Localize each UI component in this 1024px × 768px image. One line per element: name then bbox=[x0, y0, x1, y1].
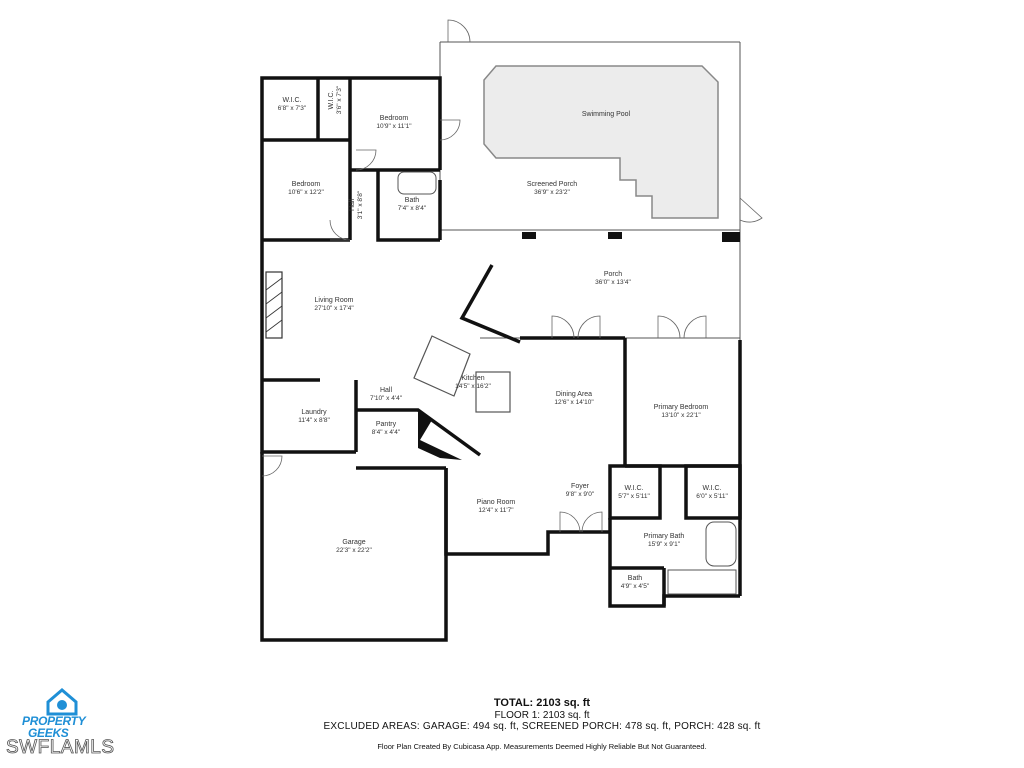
room-name-w-i-c: W.I.C. bbox=[624, 485, 643, 492]
credit-note: Floor Plan Created By Cubicasa App. Meas… bbox=[377, 742, 707, 751]
room-dims-hall: 3'1" x 8'8" bbox=[357, 190, 364, 219]
walls bbox=[260, 76, 742, 642]
property-geeks-logo: PROPERTY GEEKS bbox=[14, 686, 114, 758]
room-dims-living-room: 27'10" x 17'4" bbox=[314, 305, 354, 312]
room-dims-primary-bath: 15'9" x 9'1" bbox=[648, 541, 681, 548]
room-dims-porch: 36'0" x 13'4" bbox=[595, 279, 631, 286]
room-name-primary-bath: Primary Bath bbox=[644, 533, 685, 540]
logo-text-line1: PROPERTY bbox=[22, 714, 86, 728]
room-dims-pantry: 8'4" x 4'4" bbox=[372, 429, 401, 436]
pantry-wall bbox=[418, 412, 462, 460]
room-dims-w-i-c: 3'6" x 7'3" bbox=[336, 85, 343, 114]
excluded-areas: EXCLUDED AREAS: GARAGE: 494 sq. ft, SCRE… bbox=[323, 721, 761, 732]
room-name-porch: Porch bbox=[604, 271, 622, 278]
room-dims-w-i-c: 5'7" x 5'11" bbox=[618, 493, 650, 500]
total-area: TOTAL: 2103 sq. ft bbox=[493, 697, 591, 709]
room-dims-hall: 7'10" x 4'4" bbox=[370, 395, 403, 402]
room-dims-screened-porch: 36'9" x 23'2" bbox=[534, 189, 570, 196]
room-dims-garage: 22'3" x 22'2" bbox=[336, 547, 372, 554]
room-dims-kitchen: 14'5" x 16'2" bbox=[455, 383, 491, 390]
logo-text-line2: GEEKS bbox=[28, 726, 69, 740]
watermark: SWFLAMLS bbox=[6, 737, 115, 759]
room-name-bedroom: Bedroom bbox=[380, 115, 409, 122]
room-name-piano-room: Piano Room bbox=[477, 499, 516, 506]
primary-bathtub bbox=[705, 521, 737, 567]
room-name-w-i-c: W.I.C. bbox=[702, 485, 721, 492]
room-name-w-i-c: W.I.C. bbox=[328, 90, 335, 109]
room-name-swimming-pool: Swimming Pool bbox=[582, 111, 631, 118]
room-name-living-room: Living Room bbox=[315, 297, 354, 304]
porch-posts bbox=[522, 232, 740, 242]
room-name-w-i-c: W.I.C. bbox=[282, 97, 301, 104]
room-dims-foyer: 9'8" x 9'0" bbox=[566, 491, 595, 498]
room-name-bath: Bath bbox=[628, 575, 643, 582]
room-name-kitchen: Kitchen bbox=[461, 375, 484, 382]
room-name-garage: Garage bbox=[342, 539, 365, 546]
room-labels: W.I.C.6'8" x 7'3"W.I.C.3'6" x 7'3"Bedroo… bbox=[278, 85, 729, 590]
fireplace bbox=[265, 271, 283, 339]
room-dims-dining-area: 12'6" x 14'10" bbox=[554, 399, 594, 406]
swimming-pool bbox=[483, 65, 719, 219]
bathtub bbox=[397, 171, 437, 195]
room-dims-w-i-c: 6'0" x 5'11" bbox=[696, 493, 728, 500]
room-dims-bath: 7'4" x 8'4" bbox=[398, 205, 427, 212]
room-name-foyer: Foyer bbox=[571, 483, 590, 490]
room-name-hall: Hall bbox=[349, 199, 356, 212]
room-name-primary-bedroom: Primary Bedroom bbox=[654, 404, 709, 411]
room-name-dining-area: Dining Area bbox=[556, 391, 592, 398]
room-name-screened-porch: Screened Porch bbox=[527, 181, 577, 188]
room-dims-piano-room: 12'4" x 11'7" bbox=[478, 507, 514, 514]
fireplace-hatch bbox=[265, 277, 283, 333]
kitchen-island bbox=[413, 335, 471, 397]
room-name-bedroom: Bedroom bbox=[292, 181, 321, 188]
kitchen-counter bbox=[475, 371, 511, 413]
door-swings bbox=[261, 19, 763, 533]
room-name-hall: Hall bbox=[380, 387, 393, 394]
room-dims-bedroom: 10'9" x 11'1" bbox=[376, 123, 412, 130]
room-name-laundry: Laundry bbox=[301, 409, 327, 416]
room-dims-w-i-c: 6'8" x 7'3" bbox=[278, 105, 307, 112]
room-name-pantry: Pantry bbox=[376, 421, 397, 428]
room-name-bath: Bath bbox=[405, 197, 420, 204]
room-dims-bedroom: 10'6" x 12'2" bbox=[288, 189, 324, 196]
house-icon bbox=[46, 688, 78, 716]
room-dims-bath: 4'9" x 4'5" bbox=[621, 583, 650, 590]
room-dims-laundry: 11'4" x 8'8" bbox=[298, 417, 330, 424]
room-dims-primary-bedroom: 13'10" x 22'1" bbox=[661, 412, 701, 419]
floor-area: FLOOR 1: 2103 sq. ft bbox=[494, 710, 590, 721]
shower bbox=[667, 569, 737, 595]
